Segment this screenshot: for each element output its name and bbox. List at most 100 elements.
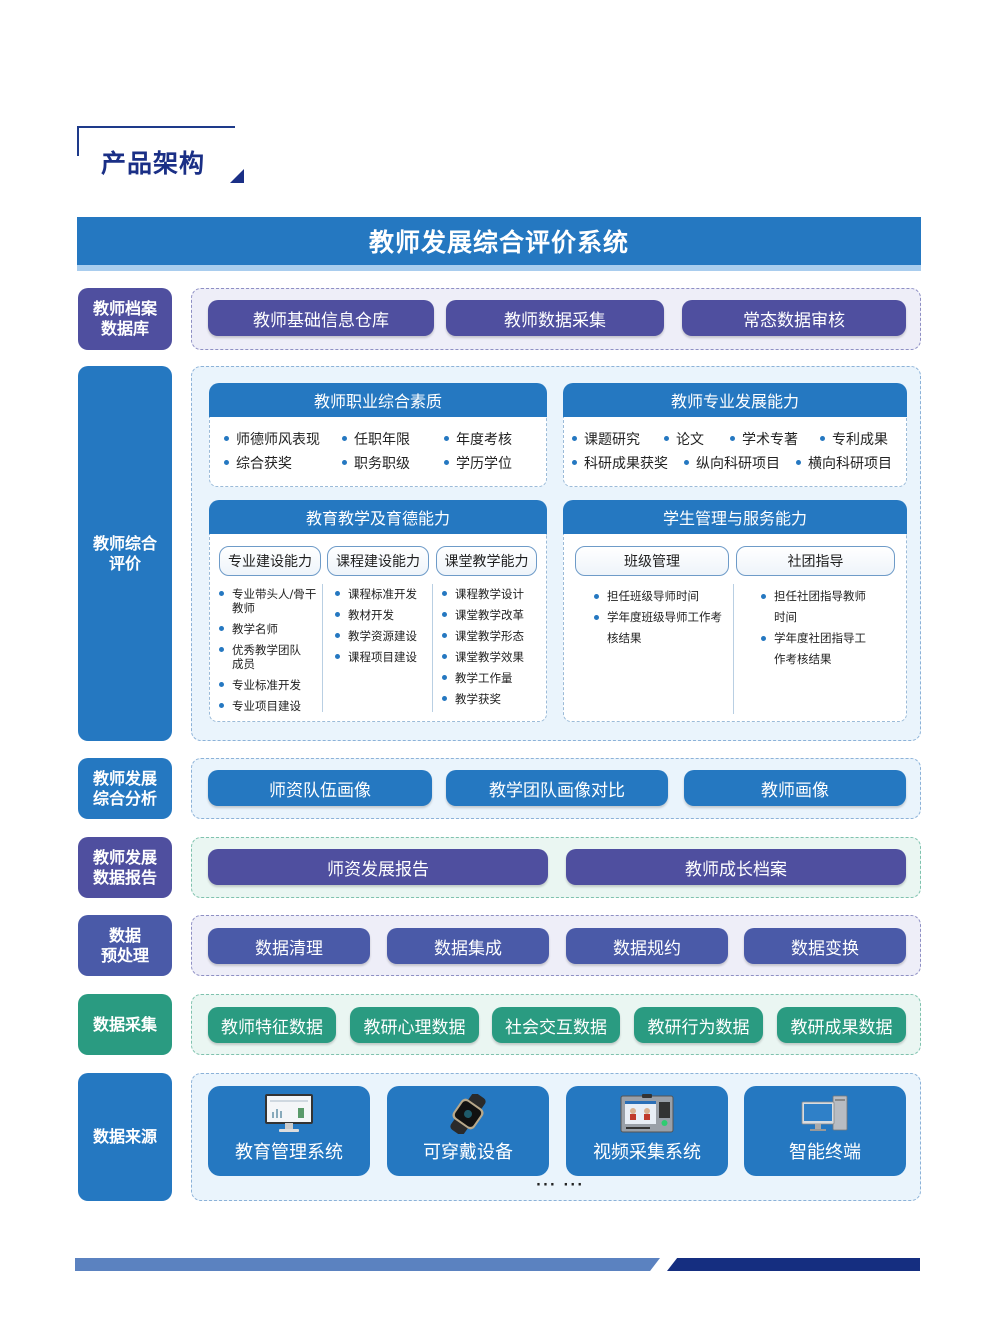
- bullet-dot-icon: [219, 591, 224, 596]
- source-tile-wearable[interactable]: 可穿戴设备: [387, 1086, 549, 1176]
- preprocess-item[interactable]: 数据清理: [208, 928, 370, 964]
- bullet-dot-icon: [761, 594, 766, 599]
- list-item: 课题研究: [572, 429, 640, 449]
- bullet-dot-icon: [572, 459, 577, 465]
- row-label-report: 教师发展 数据报告: [78, 837, 172, 898]
- source-tile-education-system[interactable]: 教育管理系统: [208, 1086, 370, 1176]
- bullet-dot-icon: [442, 633, 447, 638]
- bullet-dot-icon: [444, 459, 449, 465]
- list-item: 学年度班级导师工作考核结果: [594, 607, 722, 649]
- bullet-dot-icon: [219, 682, 224, 687]
- row-panel-evaluation: 教师职业综合素质 师德师风表现 任职年限 年度考核 综合获奖 职务职级 学历学位…: [191, 366, 921, 741]
- tile-label: 视频采集系统: [593, 1142, 701, 1163]
- row-label-sources: 数据来源: [78, 1073, 172, 1201]
- bullet-dot-icon: [594, 615, 599, 620]
- card-professional-quality: 教师职业综合素质 师德师风表现 任职年限 年度考核 综合获奖 职务职级 学历学位: [209, 383, 547, 487]
- list-item: 教学获奖: [442, 692, 542, 706]
- archive-item[interactable]: 教师数据采集: [446, 300, 664, 336]
- tile-label: 教育管理系统: [235, 1142, 343, 1163]
- column-divider: [322, 584, 323, 712]
- analysis-item[interactable]: 教师画像: [684, 770, 906, 806]
- column-divider: [432, 584, 433, 712]
- footer-bar-light: [75, 1258, 660, 1271]
- more-ellipsis: ··· ···: [536, 1178, 585, 1193]
- card-title: 教育教学及育德能力: [209, 500, 547, 534]
- archive-item[interactable]: 教师基础信息仓库: [208, 300, 434, 336]
- list-item: 学年度社团指导工作考核结果: [761, 628, 873, 670]
- report-item[interactable]: 师资发展报告: [208, 849, 548, 885]
- bullet-dot-icon: [335, 654, 340, 659]
- collection-item[interactable]: 教研行为数据: [634, 1007, 763, 1043]
- tile-label: 可穿戴设备: [423, 1142, 513, 1163]
- bullet-dot-icon: [684, 459, 689, 465]
- list-item: 纵向科研项目: [684, 453, 780, 473]
- bullet-dot-icon: [335, 591, 340, 596]
- analysis-item[interactable]: 师资队伍画像: [208, 770, 432, 806]
- row-label-collection: 数据采集: [78, 994, 172, 1055]
- bullet-dot-icon: [442, 696, 447, 701]
- heading-frame-line: [77, 126, 235, 128]
- column-divider: [733, 584, 734, 714]
- list-item: 担任班级导师时间: [594, 586, 722, 607]
- bullet-dot-icon: [664, 435, 669, 441]
- row-panel-report: 师资发展报告 教师成长档案: [191, 837, 921, 898]
- bullet-dot-icon: [342, 459, 347, 465]
- list-item: 教材开发: [335, 608, 430, 622]
- banner-underline: [77, 265, 921, 271]
- list-item: 科研成果获奖: [572, 453, 668, 473]
- list-item: 年度考核: [444, 429, 512, 449]
- card-title: 学生管理与服务能力: [563, 500, 907, 534]
- report-item[interactable]: 教师成长档案: [566, 849, 906, 885]
- list-item: 课堂教学效果: [442, 650, 542, 664]
- card-teaching-ability: 教育教学及育德能力 专业建设能力 课程建设能力 课堂教学能力 专业带头人/骨干教…: [209, 500, 547, 722]
- preprocess-item[interactable]: 数据集成: [387, 928, 549, 964]
- list-item: 优秀教学团队成员: [219, 643, 305, 671]
- list-item: 学术专著: [730, 429, 798, 449]
- list-item: 综合获奖: [224, 453, 292, 473]
- row-panel-collection: 教师特征数据 教研心理数据 社会交互数据 教研行为数据 教研成果数据: [191, 994, 921, 1055]
- bullet-dot-icon: [796, 459, 801, 465]
- card-student-management: 学生管理与服务能力 班级管理 社团指导 担任班级导师时间 学年度班级导师工作考核…: [563, 500, 907, 722]
- row-label-analysis: 教师发展 综合分析: [78, 758, 172, 819]
- classroom-list: 课程教学设计 课堂教学改革 课堂教学形态 课堂教学效果 教学工作量 教学获奖: [442, 587, 542, 713]
- bullet-dot-icon: [572, 435, 577, 441]
- list-item: 教学工作量: [442, 671, 542, 685]
- row-label-preprocess: 数据 预处理: [78, 915, 172, 976]
- source-tile-video-capture[interactable]: 视频采集系统: [566, 1086, 728, 1176]
- list-item: 课堂教学改革: [442, 608, 542, 622]
- monitor-dashboard-icon: [264, 1094, 314, 1139]
- list-item: 横向科研项目: [796, 453, 892, 473]
- row-panel-preprocess: 数据清理 数据集成 数据规约 数据变换: [191, 915, 921, 976]
- footer-bar-dark: [667, 1258, 920, 1271]
- source-tile-smart-terminal[interactable]: 智能终端: [744, 1086, 906, 1176]
- list-item: 专业项目建设: [219, 699, 321, 713]
- analysis-item[interactable]: 教学团队画像对比: [446, 770, 668, 806]
- collection-item[interactable]: 社会交互数据: [492, 1007, 620, 1043]
- row-label-evaluation: 教师综合 评价: [78, 366, 172, 741]
- archive-item[interactable]: 常态数据审核: [682, 300, 906, 336]
- row-panel-archive: 教师基础信息仓库 教师数据采集 常态数据审核: [191, 288, 921, 350]
- subheading-classroom: 课堂教学能力: [436, 546, 537, 576]
- list-item: 师德师风表现: [224, 429, 320, 449]
- preprocess-item[interactable]: 数据变换: [744, 928, 906, 964]
- section-title: 产品架构: [101, 149, 206, 178]
- bullet-dot-icon: [761, 636, 766, 641]
- bullet-dot-icon: [224, 435, 229, 441]
- collection-item[interactable]: 教研成果数据: [777, 1007, 906, 1043]
- collection-item[interactable]: 教研心理数据: [350, 1007, 479, 1043]
- specialty-list: 专业带头人/骨干教师 教学名师 优秀教学团队成员 专业标准开发 专业项目建设: [219, 587, 321, 720]
- bullet-dot-icon: [219, 703, 224, 708]
- bullet-dot-icon: [730, 435, 735, 441]
- list-item: 教学名师: [219, 622, 321, 636]
- list-item: 论文: [664, 429, 704, 449]
- collection-item[interactable]: 教师特征数据: [208, 1007, 336, 1043]
- list-item: 课程项目建设: [335, 650, 430, 664]
- card-professional-development: 教师专业发展能力 课题研究 论文 学术专著 专利成果 科研成果获奖 纵向科研项目…: [563, 383, 907, 487]
- preprocess-item[interactable]: 数据规约: [566, 928, 728, 964]
- bullet-dot-icon: [342, 435, 347, 441]
- card-body: 课题研究 论文 学术专著 专利成果 科研成果获奖 纵向科研项目 横向科研项目: [563, 417, 907, 487]
- list-item: 专利成果: [820, 429, 888, 449]
- bullet-dot-icon: [335, 633, 340, 638]
- list-item: 任职年限: [342, 429, 410, 449]
- card-title: 教师专业发展能力: [563, 383, 907, 417]
